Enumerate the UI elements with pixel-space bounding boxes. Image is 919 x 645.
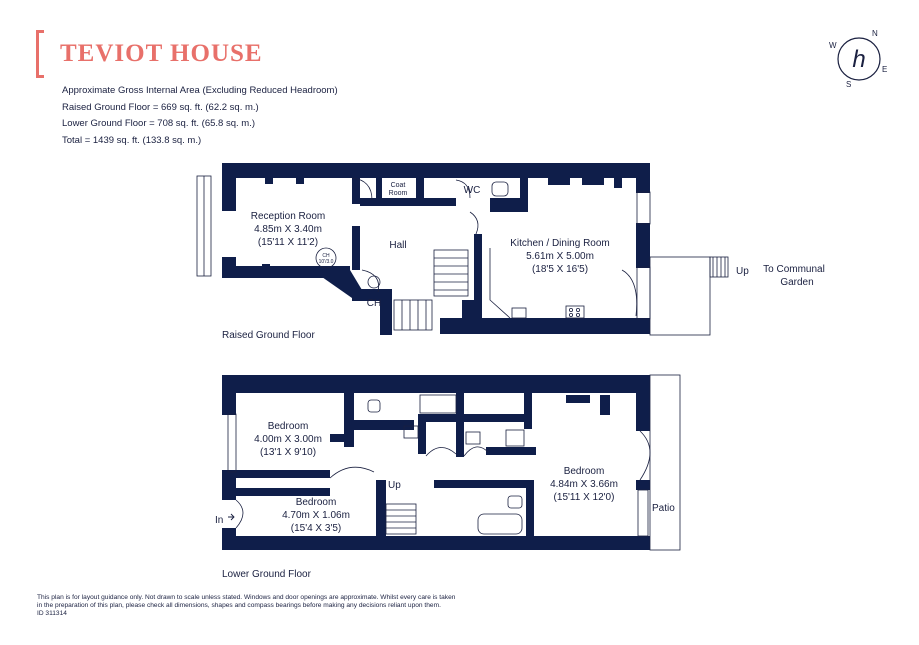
bedroom2-imperial: (15'4 X 3'5) [291, 523, 342, 534]
area-lower-ground: Lower Ground Floor = 708 sq. ft. (65.8 s… [62, 118, 255, 129]
coat-room-label-2: Room [389, 190, 408, 197]
wc-label: WC [464, 185, 481, 196]
bedroom3-imperial: (15'11 X 12'0) [554, 492, 615, 503]
kitchen-name: Kitchen / Dining Room [510, 238, 610, 249]
ceiling-height-label: CH [322, 253, 330, 259]
compass-north: N [872, 29, 878, 38]
garden-label-1: To Communal [763, 264, 825, 275]
kitchen-metric: 5.61m X 5.00m [526, 251, 594, 262]
disclaimer: This plan is for layout guidance only. N… [37, 594, 507, 619]
bedroom2-metric: 4.70m X 1.06m [282, 510, 350, 521]
reception-room-imperial: (15'11 X 11'2) [258, 237, 318, 248]
bedroom1-metric: 4.00m X 3.00m [254, 434, 322, 445]
ceiling-height-value: 10'/3.0 [319, 259, 334, 265]
disclaimer-line-1: This plan is for layout guidance only. N… [37, 594, 456, 601]
compass-south: S [846, 80, 851, 89]
area-total: Total = 1439 sq. ft. (133.8 sq. m.) [62, 134, 202, 146]
plan-id: ID 311314 [37, 610, 67, 618]
garden-label-2: Garden [780, 277, 813, 288]
lower-floor-walls [222, 375, 650, 550]
raised-floor-walls [222, 163, 650, 335]
kitchen-imperial: (18'5 X 16'5) [532, 264, 588, 275]
entry-arrow-icon [228, 513, 235, 521]
bedroom1-imperial: (13'1 X 9'10) [260, 447, 316, 458]
coat-room-label-1: Coat [391, 182, 406, 189]
hall-label: Hall [389, 240, 406, 251]
ch-label: CH [367, 298, 381, 309]
area-heading: Approximate Gross Internal Area (Excludi… [62, 85, 338, 96]
patio-label: Patio [652, 503, 675, 514]
lower-up-label: Up [388, 480, 401, 491]
raised-floor-details [196, 175, 729, 336]
bedroom3-name: Bedroom [564, 466, 605, 477]
property-title: TEVIOT HOUSE [60, 40, 263, 67]
reception-room-name: Reception Room [251, 211, 325, 222]
compass-east: E [882, 65, 887, 74]
entry-label: In [215, 515, 223, 526]
area-raised-ground: Raised Ground Floor = 669 sq. ft. (62.2 … [62, 101, 259, 113]
bedroom3-metric: 4.84m X 3.66m [550, 479, 618, 490]
bedroom2-name: Bedroom [296, 497, 337, 508]
raised-up-label: Up [736, 266, 749, 277]
raised-floor-caption: Raised Ground Floor [222, 330, 315, 341]
compass-logo-icon: h N S E W [829, 29, 887, 89]
lower-floor-details [227, 374, 681, 551]
compass-west: W [829, 41, 837, 50]
title-bracket [36, 30, 44, 78]
logo-letter: h [852, 46, 865, 73]
reception-room-metric: 4.85m X 3.40m [254, 224, 322, 235]
disclaimer-line-2: in the preparation of this plan, please … [37, 602, 441, 610]
lower-floor-caption: Lower Ground Floor [222, 569, 312, 580]
area-summary: Approximate Gross Internal Area (Excludi… [62, 83, 338, 149]
bedroom1-name: Bedroom [268, 421, 309, 432]
